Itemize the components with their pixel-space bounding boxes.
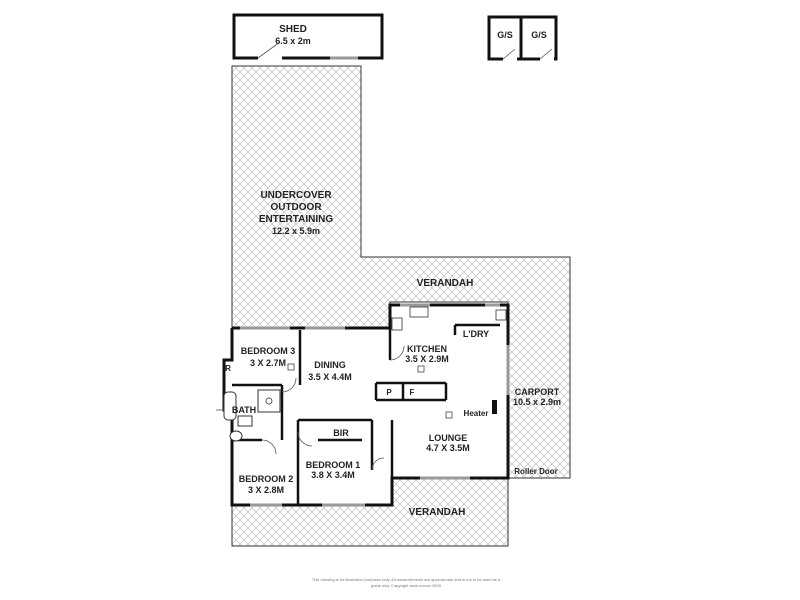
laundry-label: L'DRY	[463, 329, 489, 339]
carport-size: 10.5 x 2.9m	[513, 397, 561, 407]
vanity-icon	[237, 415, 253, 427]
outdoor-size: 12.2 x 5.9m	[272, 226, 320, 236]
bedroom2-label: BEDROOM 2	[239, 474, 294, 484]
kitchen-size: 3.5 X 2.9M	[405, 354, 449, 364]
sink-icon	[409, 306, 429, 318]
pantry-label: P	[386, 388, 392, 397]
stove-icon	[391, 317, 403, 331]
garden-shed-2-door-swing	[539, 48, 553, 60]
bedroom2-size: 3 X 2.8M	[248, 485, 284, 495]
house-exterior-wall	[222, 303, 510, 507]
bedroom3-size: 3 X 2.7M	[250, 358, 286, 368]
lounge-label: LOUNGE	[429, 433, 468, 443]
bathtub-icon	[223, 391, 237, 421]
outdoor-label-line1: UNDERCOVER	[260, 190, 332, 201]
disclaimer-line2: guide only. Copyright www.xxxxxx 2009	[371, 583, 442, 588]
dining-label: DINING	[314, 360, 346, 370]
fridge-label: F	[410, 388, 415, 397]
shed-size: 6.5 x 2m	[275, 36, 311, 46]
laundry-tub-icon	[495, 309, 507, 321]
shed-door-swing	[257, 41, 281, 59]
verandah-top-label: VERANDAH	[417, 278, 474, 289]
bedroom1-size: 3.8 X 3.4M	[311, 470, 355, 480]
carport-label: CARPORT	[515, 387, 560, 397]
r-label: R	[225, 364, 231, 373]
dining-size: 3.5 X 4.4M	[308, 372, 352, 382]
lounge-size: 4.7 X 3.5M	[426, 443, 470, 453]
bath-label: BATH	[232, 405, 256, 415]
bir-label: BIR	[333, 428, 349, 438]
heater-icon	[492, 400, 497, 414]
garden-shed-1-door-swing	[502, 48, 516, 60]
light-markers	[287, 363, 453, 419]
verandah-bottom-label: VERANDAH	[409, 507, 466, 518]
toilet-icon	[229, 430, 243, 442]
outdoor-label-line2: OUTDOOR	[270, 202, 322, 213]
shed-room	[232, 13, 384, 60]
gs1-label: G/S	[497, 30, 513, 40]
shed-label: SHED	[279, 24, 307, 35]
bedroom3-label: BEDROOM 3	[241, 346, 296, 356]
heater-label: Heater	[464, 409, 489, 418]
bedroom1-label: BEDROOM 1	[306, 460, 361, 470]
disclaimer-line1: This drawing is for illustration purpose…	[312, 577, 501, 582]
roller-door-label: Roller Door	[514, 467, 558, 476]
garden-shed-2	[519, 15, 558, 61]
shower-drain-icon	[265, 397, 273, 405]
gs2-label: G/S	[531, 30, 547, 40]
outdoor-label-line3: ENTERTAINING	[259, 214, 333, 225]
kitchen-label: KITCHEN	[407, 344, 447, 354]
door-swings	[216, 345, 405, 471]
